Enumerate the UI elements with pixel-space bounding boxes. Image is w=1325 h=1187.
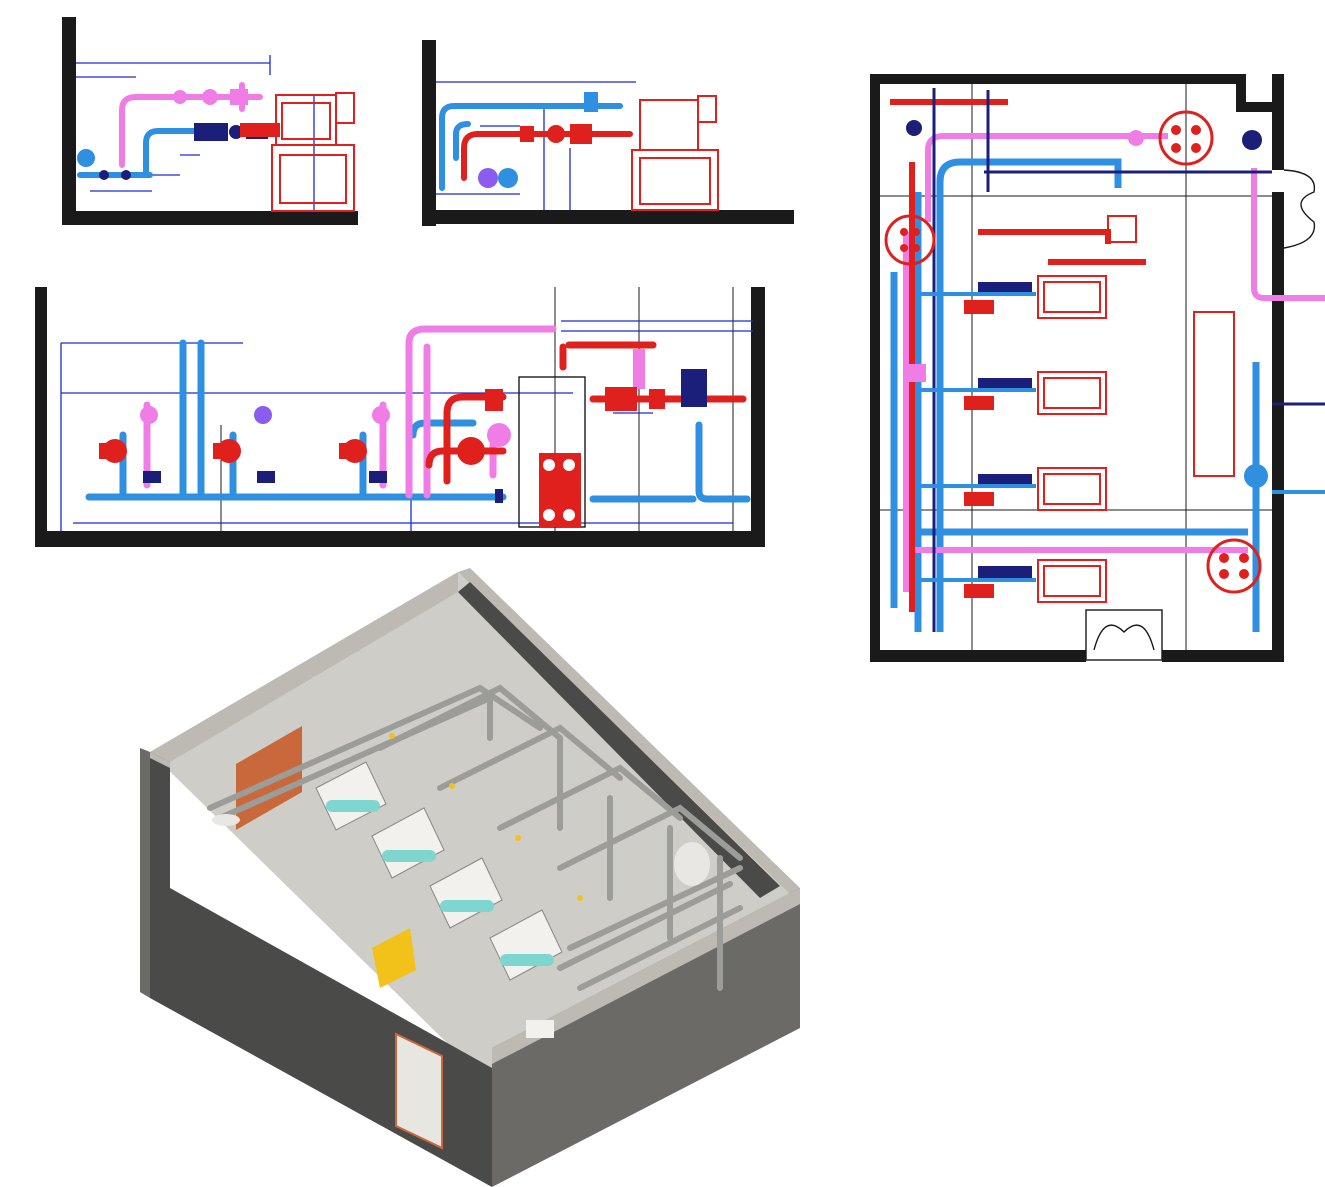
right-wall-top <box>458 568 800 904</box>
pump-violet-icon <box>254 406 272 424</box>
valve-tags <box>389 733 583 901</box>
valve-cluster-hot <box>964 300 994 598</box>
cold-pipe <box>439 103 623 191</box>
heat-exchanger <box>518 376 586 528</box>
isometric-3d-view <box>140 568 805 1187</box>
dimension-lines <box>932 88 1325 632</box>
valve-cluster <box>906 120 1262 578</box>
return-pipe <box>143 325 557 499</box>
floor-slab <box>422 210 794 224</box>
back-wall-face <box>458 582 780 898</box>
long-elevation-view <box>33 285 767 549</box>
boiler-units-3d <box>315 761 563 981</box>
cold-pipe <box>77 128 213 178</box>
pump-icon <box>77 149 95 167</box>
hot-pipe <box>461 131 633 181</box>
boiler-connection <box>240 123 280 137</box>
dimension-lines <box>436 81 636 210</box>
pump-violet-icon <box>478 168 498 188</box>
valve-cluster-hot <box>605 387 665 411</box>
return-valves <box>908 130 1144 382</box>
back-wall-top <box>150 572 458 762</box>
boiler-unit <box>631 95 719 211</box>
wall-edge <box>140 748 150 998</box>
pipe-network-3d <box>207 684 743 991</box>
pipe-branch <box>918 292 1325 582</box>
return-riser <box>903 133 1325 592</box>
right-wall <box>751 287 765 547</box>
valve-cluster <box>143 369 707 503</box>
floor-slab <box>35 531 765 547</box>
pipe-elbow <box>212 814 240 826</box>
cold-riser <box>890 158 1260 632</box>
floor-slab <box>62 211 358 225</box>
expansion-tank-icons <box>884 110 1262 594</box>
front-left-wall-top <box>150 752 170 768</box>
floor-fixture <box>526 1020 554 1038</box>
expansion-tank <box>674 842 710 886</box>
boiler-units <box>1037 215 1235 603</box>
left-wall <box>422 40 436 226</box>
entry-door <box>395 1032 443 1150</box>
section-view-left <box>60 15 360 227</box>
side-door <box>1283 169 1316 249</box>
room-walls <box>870 74 1284 662</box>
section-view-right <box>420 38 796 228</box>
return-valves <box>173 89 248 105</box>
electrical-panel <box>372 928 416 988</box>
entry-door <box>1085 609 1163 661</box>
cold-header <box>85 339 751 503</box>
pump-icon <box>498 92 598 188</box>
left-wall <box>35 287 47 547</box>
return-valves <box>140 349 645 447</box>
boiler-unit <box>266 92 355 212</box>
left-wall <box>62 17 76 225</box>
floor-plan-view <box>868 72 1325 664</box>
pump-icon <box>1244 464 1268 488</box>
valve-cluster-hot <box>520 124 592 144</box>
